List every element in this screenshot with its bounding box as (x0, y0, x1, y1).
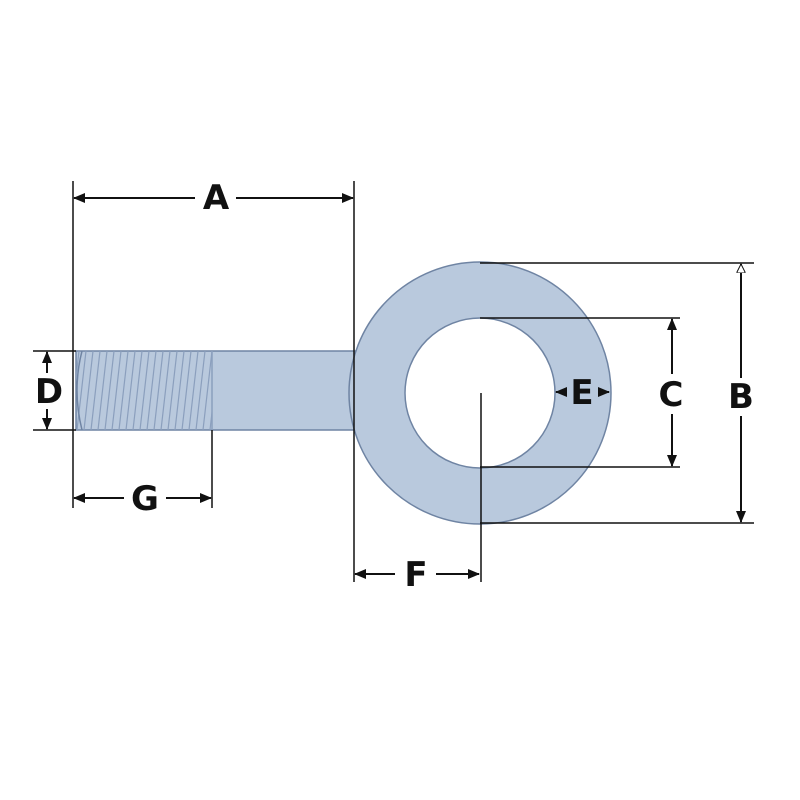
label-d: D (35, 372, 63, 412)
bolt-threads (76, 351, 212, 430)
bolt-tip (76, 350, 83, 431)
label-c: C (659, 375, 684, 415)
thread-line (202, 351, 212, 430)
dimension-g: G (73, 479, 212, 519)
eye-hole-edge (404, 317, 556, 469)
thread-line (188, 351, 199, 430)
thread-line (125, 351, 136, 430)
label-g: G (131, 479, 159, 519)
label-e: E (570, 373, 593, 413)
dimension-d: D (35, 351, 63, 430)
thread-line (174, 351, 185, 430)
thread-line (139, 351, 150, 430)
dimension-b: B (728, 264, 754, 523)
label-b: B (728, 377, 754, 417)
thread-line (153, 351, 164, 430)
eye-bolt (75, 261, 612, 525)
label-f: F (404, 555, 427, 595)
thread-line (146, 351, 157, 430)
dimension-f: F (354, 555, 480, 595)
thread-line (132, 351, 143, 430)
thread-line (167, 351, 178, 430)
dimension-e: E (555, 373, 610, 413)
thread-line (90, 351, 101, 430)
thread-line (111, 351, 122, 430)
thread-line (181, 351, 192, 430)
thread-line (104, 351, 115, 430)
extension-lines (33, 181, 754, 582)
thread-line (97, 351, 108, 430)
thread-line (83, 351, 94, 430)
label-a: A (203, 178, 230, 218)
thread-line (160, 351, 171, 430)
thread-line (118, 351, 129, 430)
bolt-body (75, 350, 361, 431)
dimension-c: C (659, 318, 684, 467)
thread-line (76, 351, 80, 383)
dimension-a: A (73, 178, 354, 218)
thread-line (195, 351, 206, 430)
